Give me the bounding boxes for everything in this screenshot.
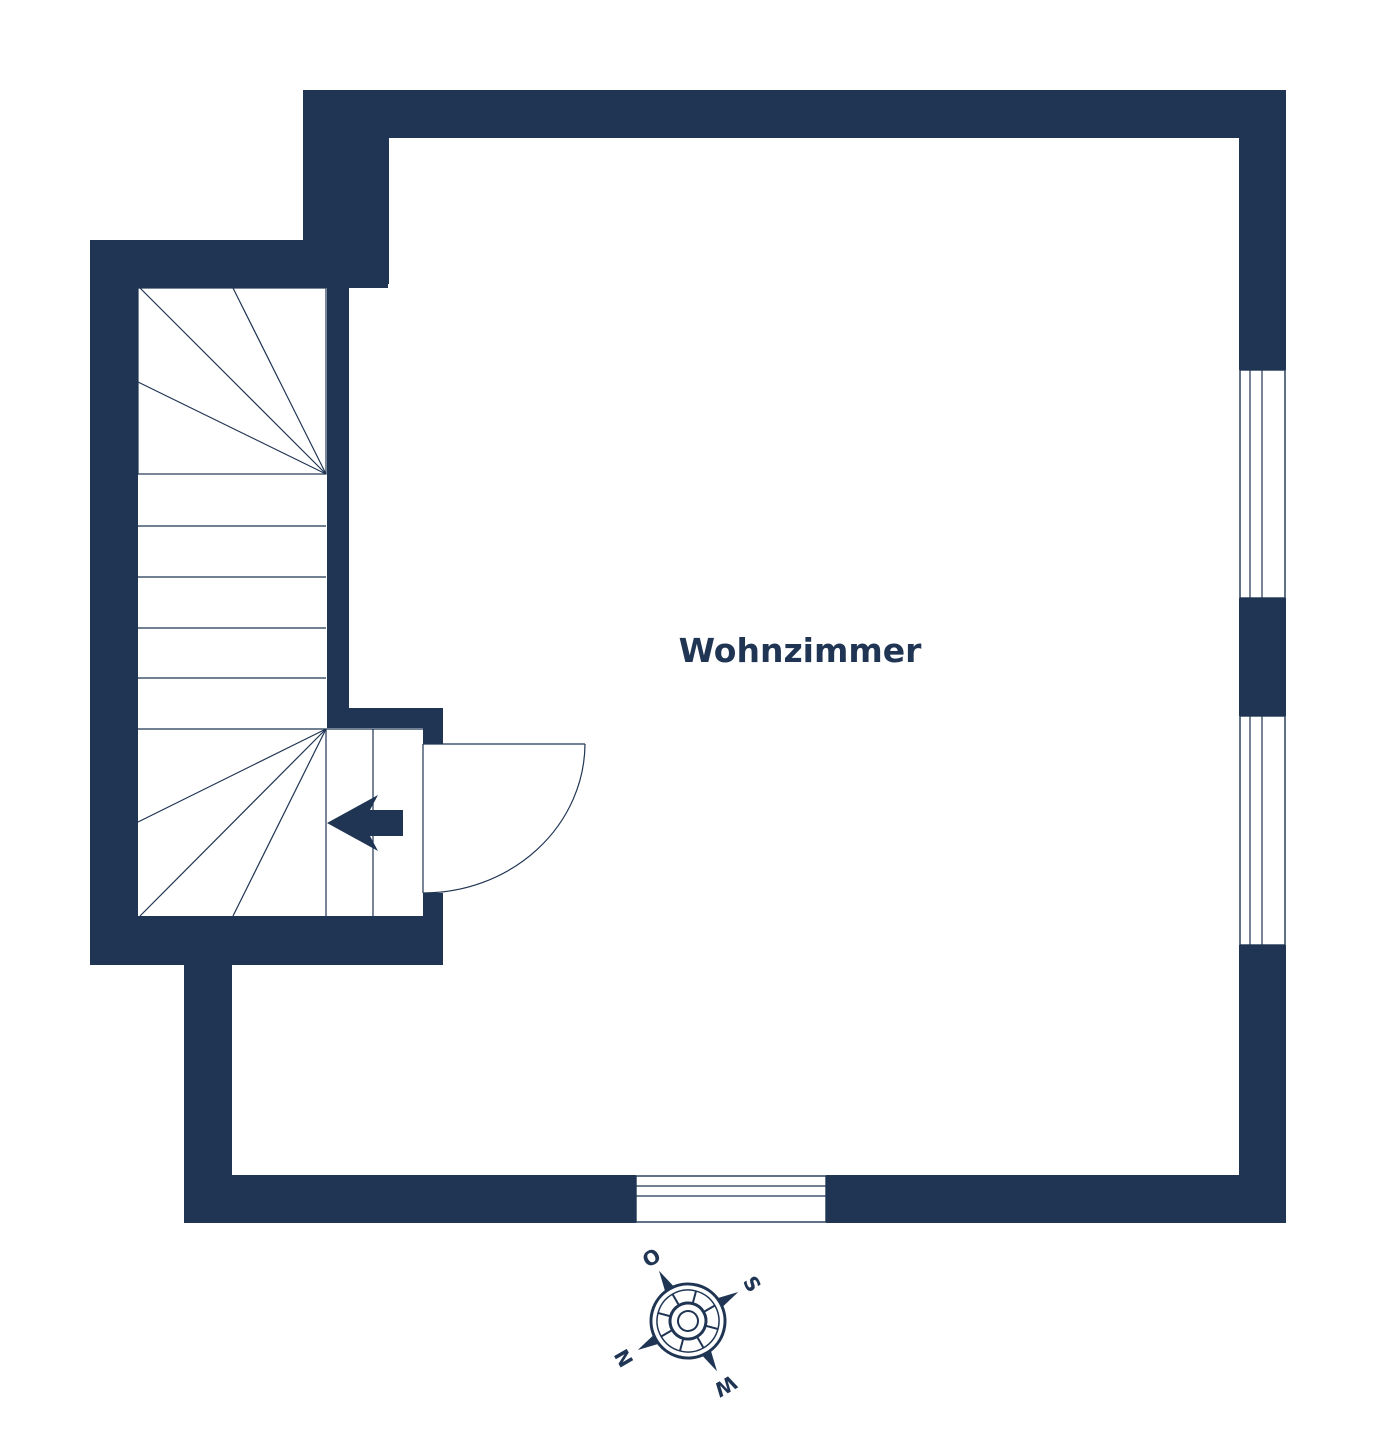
- wall-stair-right: [327, 280, 349, 728]
- compass-south-label: S: [738, 1272, 766, 1296]
- door: [422, 743, 586, 894]
- compass-icon: O W S N: [609, 1243, 766, 1402]
- wall-landing-top: [327, 708, 443, 728]
- wall-door-jamb-top: [423, 708, 443, 744]
- wall-top: [303, 90, 1286, 138]
- wall-right-middle: [1239, 598, 1286, 716]
- window-east-upper: [1239, 369, 1286, 599]
- window-south: [635, 1175, 827, 1223]
- wall-door-jamb-bottom: [423, 893, 443, 965]
- compass-west-label: W: [710, 1370, 741, 1402]
- compass-north-label: N: [609, 1345, 638, 1372]
- windows: [635, 369, 1286, 1223]
- wall-stair-bottom: [90, 916, 443, 965]
- walls: [90, 90, 1286, 1223]
- wall-bottom-left: [184, 1175, 636, 1223]
- stair-direction-arrow: [327, 795, 403, 851]
- compass-east-label: O: [638, 1243, 665, 1272]
- wall-right-top: [1239, 90, 1286, 370]
- staircase: [137, 287, 423, 917]
- wall-right-bottom: [1239, 945, 1286, 1223]
- window-east-lower: [1239, 715, 1286, 946]
- wall-bottom-right: [826, 1175, 1286, 1223]
- room-label: Wohnzimmer: [679, 631, 923, 670]
- wall-stair-left: [90, 240, 138, 965]
